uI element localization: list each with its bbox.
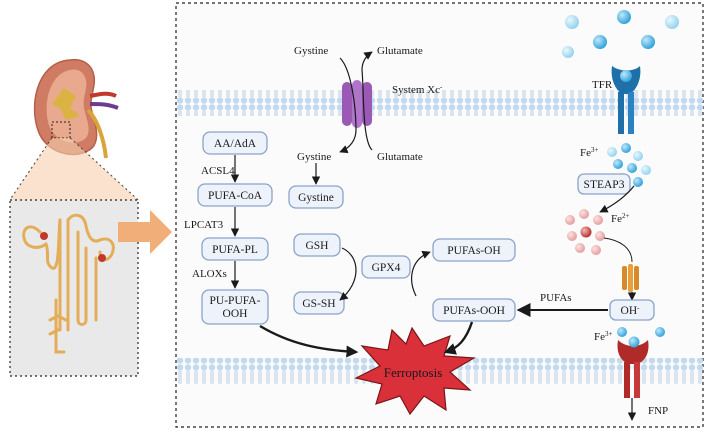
ooh-to-ferroptosis-arrow (443, 321, 474, 355)
system-xc-label: System Xc- (392, 83, 443, 96)
extracellular-iron-beads (562, 10, 679, 58)
nephron-illustration (22, 213, 115, 354)
system-xc-transporter (342, 80, 372, 128)
glutamate-extracellular: Glutamate (377, 45, 423, 57)
pufas-label: PUFAs (540, 292, 572, 304)
upper-membrane (176, 90, 703, 116)
pufa-coa-box (197, 183, 273, 207)
lpcat3-label: LPCAT3 (184, 219, 224, 231)
gsh-label: GSH (305, 240, 328, 252)
steap3-label: STEAP3 (584, 179, 625, 191)
lipid-to-ferroptosis-arrow (259, 324, 359, 358)
pufas-oh-box (432, 238, 516, 262)
pufa-coa-label: PUFA-CoA (208, 190, 263, 202)
cystine-box-label: Gystine (298, 192, 334, 204)
cystine-extracellular: Gystine (294, 45, 328, 57)
acsl4-label: ACSL4 (201, 165, 235, 177)
fe2-to-channel-line (603, 237, 633, 263)
aloxs-label: ALOXs (192, 268, 227, 280)
gsh-box (293, 233, 341, 257)
kidney-panel (9, 58, 172, 377)
pufas-ooh-label: PUFAs-OOH (443, 305, 505, 317)
gpx4-box (361, 255, 411, 279)
pufas-ooh-box (432, 298, 516, 322)
ferroptosis-label: Ferroptosis (384, 365, 443, 380)
fe3-bottom-label: Fe3+ (594, 330, 613, 343)
gpx4-label: GPX4 (372, 262, 401, 274)
fe2-bead-cluster (565, 209, 605, 255)
tfr-receptor (611, 66, 641, 134)
fe3-to-fe2-arrow (599, 185, 635, 213)
oh-label: OH- (621, 304, 641, 317)
glutamate-intracellular: Glutamate (377, 151, 423, 163)
kidney-illustration (33, 58, 119, 159)
glutamate-export-arrow (361, 51, 373, 151)
cystine-intracellular: Gystine (297, 151, 331, 163)
oh-box (609, 299, 655, 321)
pu-pufa-ooh-label: PU-PUFA-OOH (210, 295, 261, 320)
nephron-zoom-box (9, 199, 139, 377)
pufas-oh-label: PUFAs-OH (447, 245, 500, 257)
cystine-box (288, 185, 344, 209)
steap3-box (577, 173, 631, 195)
tfr-label: TFR (592, 79, 613, 91)
fe2-label: Fe2+ (611, 212, 630, 225)
aa-ada-label: AA/AdA (214, 138, 257, 150)
lipid-pathway: AA/AdA PUFA-CoA PUFA-PL PU-PUFA-OOH ACSL… (184, 131, 273, 325)
gs-sh-label: GS-SH (302, 298, 335, 310)
pufa-pl-box (201, 237, 269, 261)
fnp-exporter (617, 327, 665, 398)
aa-ada-box (202, 131, 268, 155)
pu-pufa-ooh-box (201, 289, 269, 325)
zoom-arrow (118, 210, 172, 254)
gpx4-cycle: GSH GS-SH GPX4 PUFAs-OH PUFAs-OOH (293, 233, 516, 322)
fe3-label: Fe3+ (580, 146, 599, 159)
fnp-label: FNP (648, 405, 668, 417)
fe3-bead-cluster (607, 143, 651, 187)
dmt1-channel (622, 264, 639, 292)
pufa-pl-label: PUFA-PL (212, 244, 258, 256)
cystine-import-arrow (339, 57, 357, 154)
ooh-to-oh-arrow (411, 250, 431, 297)
gsh-to-gssh-arrow (339, 247, 357, 301)
gs-sh-box (293, 291, 345, 315)
